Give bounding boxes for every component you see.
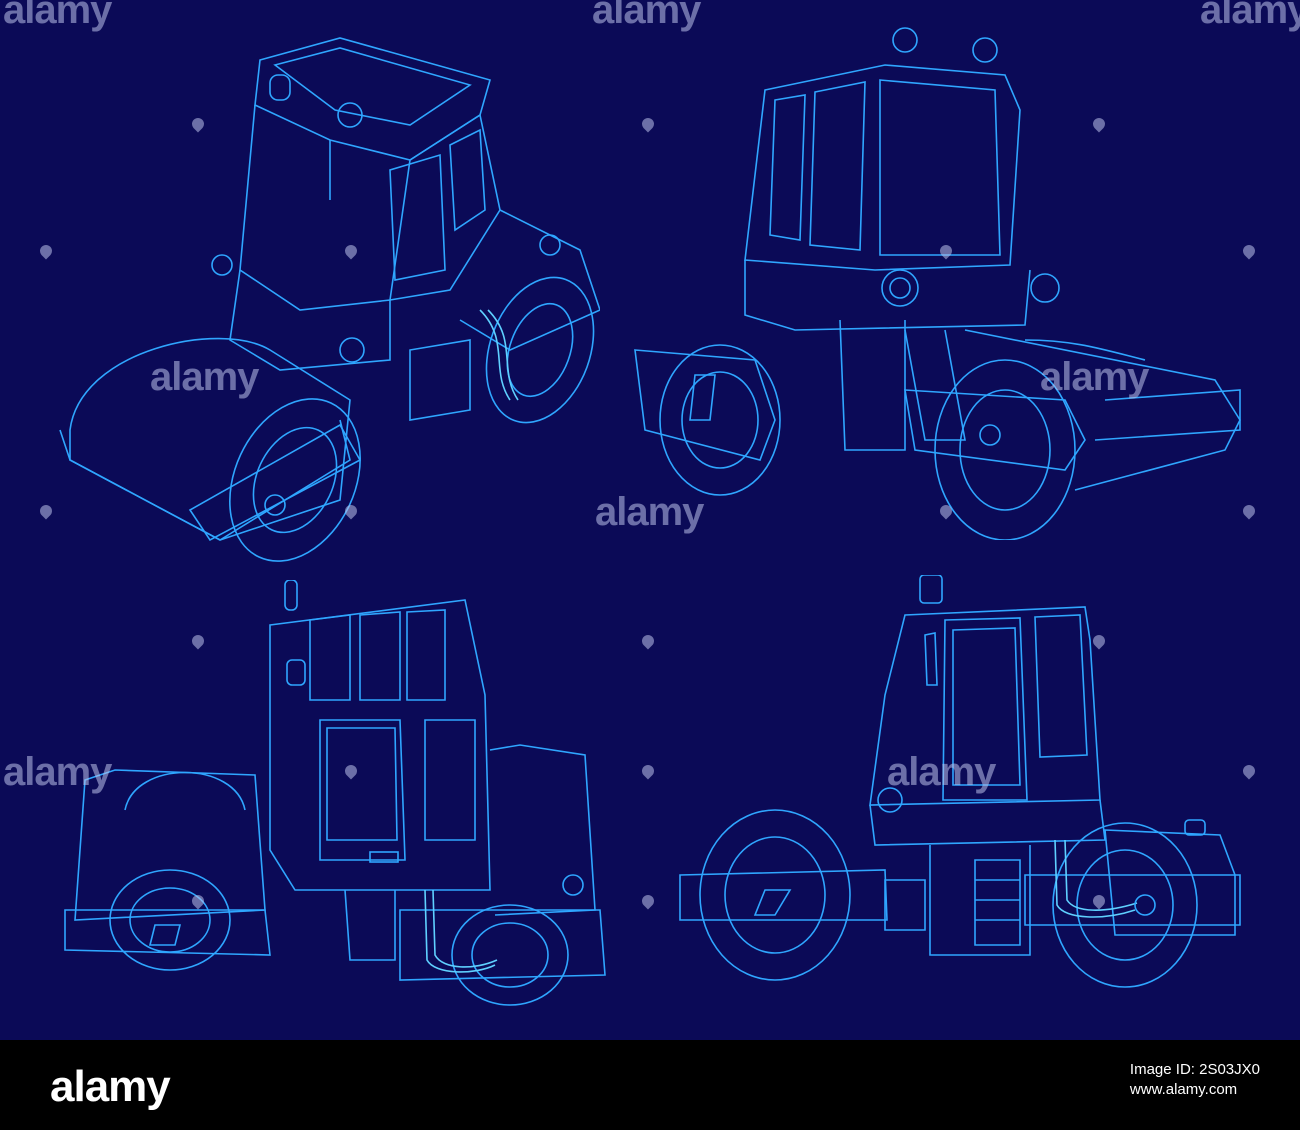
footer-bar: alamy Image ID: 2S03JX0 www.alamy.com xyxy=(0,1040,1300,1130)
watermark-drop-icon xyxy=(639,632,657,651)
roller-drawing-top-left xyxy=(59,37,600,562)
illustration-canvas: alamy alamy alamy alamy alamy alamy alam… xyxy=(0,0,1300,1040)
roller-drawing-bottom-left xyxy=(64,580,606,1006)
roller-drawing-bottom-right xyxy=(679,575,1241,988)
site-url: www.alamy.com xyxy=(1129,1081,1238,1098)
image-meta: Image ID: 2S03JX0 www.alamy.com xyxy=(1130,1060,1260,1100)
alamy-logo: alamy xyxy=(50,1062,171,1111)
roller-drawing-top-right xyxy=(634,27,1241,540)
watermark-drop-icon xyxy=(639,762,657,781)
image-id: Image ID: 2S03JX0 xyxy=(1129,1061,1260,1078)
watermark-drop-icon xyxy=(639,892,657,911)
